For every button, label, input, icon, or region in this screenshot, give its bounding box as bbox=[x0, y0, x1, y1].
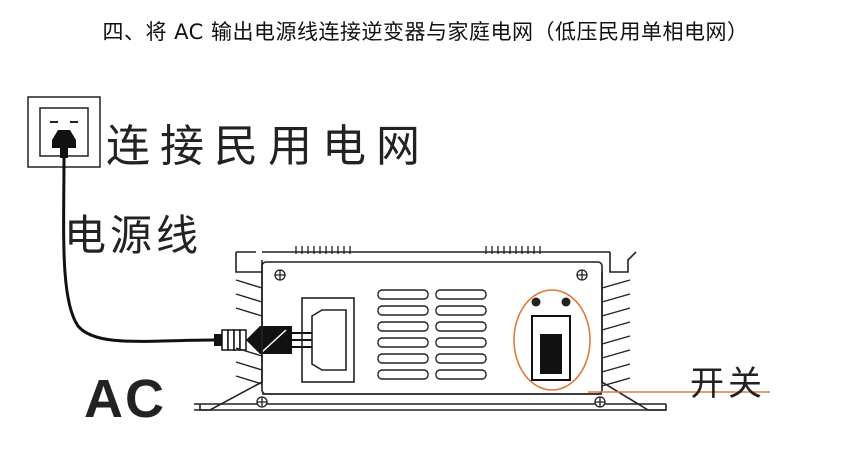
wall-outlet bbox=[27, 96, 101, 168]
top-fins-right bbox=[485, 246, 541, 254]
page-heading: 四、将 AC 输出电源线连接逆变器与家庭电网（低压民用单相电网） bbox=[102, 20, 749, 44]
ac-plug bbox=[214, 326, 312, 354]
top-fins-left bbox=[295, 246, 351, 254]
power-cord bbox=[62, 157, 216, 343]
label-ac: AC bbox=[84, 369, 166, 429]
ac-socket bbox=[301, 297, 355, 383]
screws bbox=[256, 269, 606, 408]
label-switch: 开关 bbox=[690, 364, 766, 404]
side-fins-right bbox=[601, 279, 631, 387]
power-switch bbox=[513, 289, 591, 391]
vent-slots bbox=[377, 289, 487, 380]
label-power-cord: 电源线 bbox=[64, 211, 203, 260]
side-fins-left bbox=[235, 279, 263, 385]
label-grid-connection: 连接民用电网 bbox=[106, 121, 430, 172]
